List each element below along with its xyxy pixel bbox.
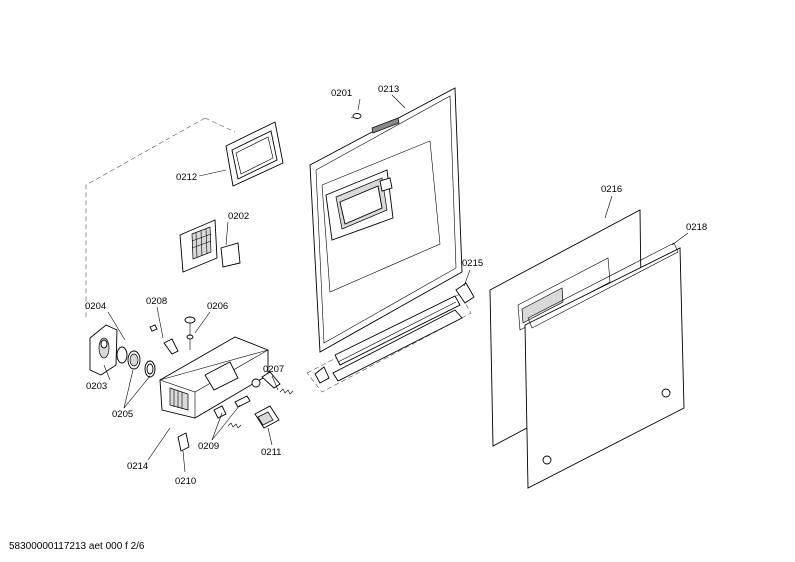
part-0210-bracket[interactable] bbox=[177, 432, 190, 452]
label-0209: 0209 bbox=[198, 441, 219, 452]
label-0216: 0216 bbox=[601, 184, 622, 195]
label-0214: 0214 bbox=[127, 461, 148, 472]
part-0218-decor-panel[interactable] bbox=[524, 242, 685, 489]
label-0210: 0210 bbox=[175, 476, 196, 487]
part-0211-switch[interactable] bbox=[254, 405, 280, 429]
label-0203: 0203 bbox=[86, 381, 107, 392]
label-0204: 0204 bbox=[85, 301, 106, 312]
label-0213: 0213 bbox=[378, 84, 399, 95]
part-0206-pin[interactable] bbox=[184, 316, 196, 350]
part-0205-rings[interactable] bbox=[116, 346, 156, 378]
part-0209-springs[interactable] bbox=[213, 395, 251, 429]
document-footer-id: 58300000117213 aet 000 f 2/6 bbox=[9, 541, 145, 552]
label-0211: 0211 bbox=[261, 447, 281, 458]
label-0212: 0212 bbox=[176, 172, 197, 183]
label-0202: 0202 bbox=[228, 211, 249, 222]
label-0206: 0206 bbox=[207, 301, 228, 312]
part-0201-screw[interactable] bbox=[350, 113, 362, 119]
part-0214-lock-housing[interactable] bbox=[158, 336, 269, 419]
label-0205: 0205 bbox=[112, 409, 133, 420]
assembly-outline bbox=[85, 117, 206, 318]
part-0213-inner-door[interactable] bbox=[309, 87, 463, 353]
part-0212-gasket-frame[interactable] bbox=[225, 121, 284, 187]
part-0215-trim-strip[interactable] bbox=[306, 282, 475, 393]
leader-lines bbox=[103, 94, 689, 473]
label-0208: 0208 bbox=[146, 296, 167, 307]
label-0207: 0207 bbox=[263, 364, 284, 375]
label-0215: 0215 bbox=[462, 258, 483, 269]
part-0202-grille-panel[interactable] bbox=[179, 219, 241, 273]
label-0218: 0218 bbox=[686, 222, 707, 233]
part-0203-handle[interactable] bbox=[89, 324, 118, 376]
assembly-outline-right bbox=[204, 117, 236, 133]
part-0208-clip[interactable] bbox=[149, 324, 179, 355]
label-0201: 0201 bbox=[331, 88, 352, 99]
